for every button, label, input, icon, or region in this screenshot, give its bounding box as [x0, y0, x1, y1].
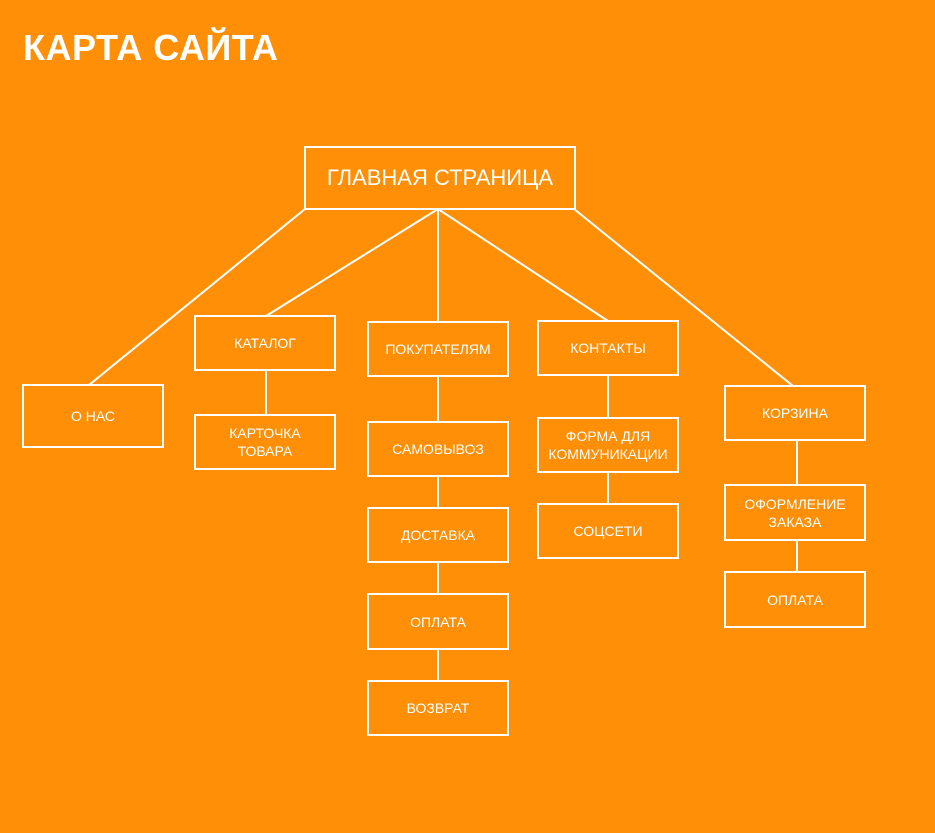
node-contact-form: ФОРМА ДЛЯ КОММУНИКАЦИИ [537, 417, 679, 473]
link-home-catalog [265, 208, 439, 317]
link-home-about [88, 208, 306, 386]
page-title: КАРТА САЙТА [23, 27, 279, 68]
node-product-card: КАРТОЧКА ТОВАРА [194, 414, 336, 470]
node-payment: ОПЛАТА [367, 593, 509, 650]
node-cart: КОРЗИНА [724, 385, 866, 441]
link-home-cart [573, 208, 794, 387]
node-returns: ВОЗВРАТ [367, 680, 509, 736]
node-delivery: ДОСТАВКА [367, 507, 509, 563]
node-cart-payment: ОПЛАТА [724, 571, 866, 628]
node-checkout: ОФОРМЛЕНИЕ ЗАКАЗА [724, 484, 866, 541]
node-contacts: КОНТАКТЫ [537, 320, 679, 376]
node-home: ГЛАВНАЯ СТРАНИЦА [304, 146, 576, 210]
link-home-contacts [437, 208, 609, 322]
node-about: О НАС [22, 384, 164, 448]
node-customers: ПОКУПАТЕЛЯМ [367, 321, 509, 377]
node-pickup: САМОВЫВОЗ [367, 421, 509, 477]
node-catalog: КАТАЛОГ [194, 315, 336, 371]
node-social: СОЦСЕТИ [537, 503, 679, 559]
